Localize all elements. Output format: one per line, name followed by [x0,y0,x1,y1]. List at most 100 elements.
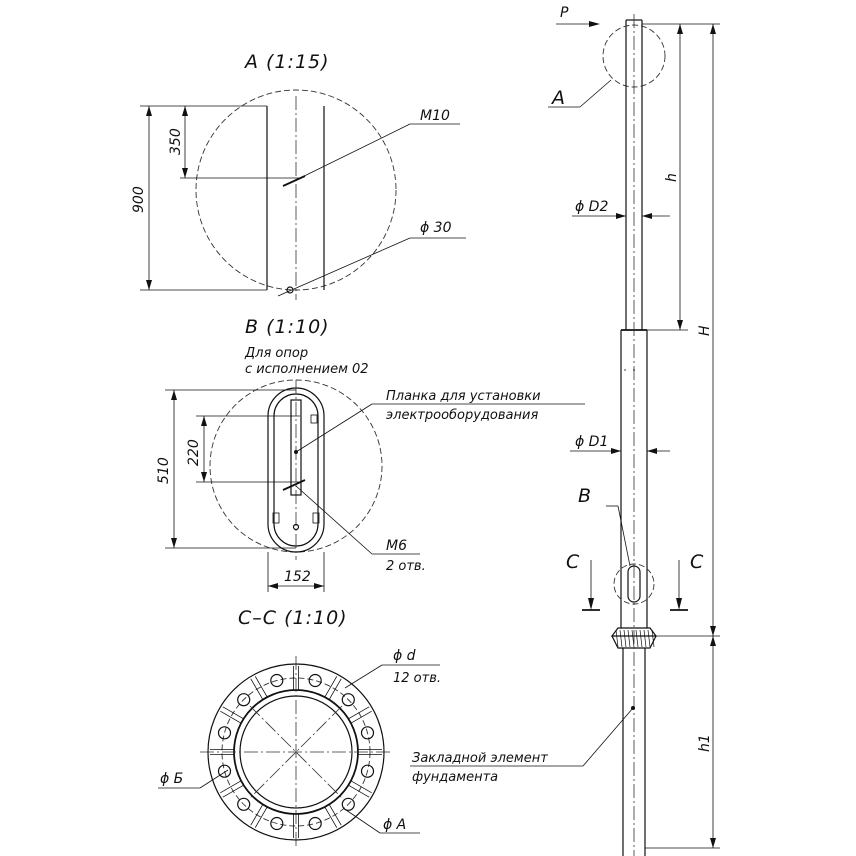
bolt-hole [341,693,355,707]
stiffener-rib [220,710,242,724]
view-b-plate-leader [295,403,373,453]
stiffener-rib [254,806,268,828]
view-b-plate-line2: электрооборудования [386,408,538,423]
view-a-dim-900-arrow-top [146,106,152,116]
flange-rib [647,629,651,648]
section-cc-a-leader [345,809,381,834]
section-cc-d-count: 12 отв. [393,671,441,686]
flange-rib [651,629,655,648]
view-b-dim-220-arrow-top [201,416,207,426]
pole-dim-h-arrow-top [677,24,683,34]
pole-d1-label: ϕ D1 [575,434,608,450]
pole-d2-label: ϕ D2 [575,199,608,215]
pole-section-arrow-left [588,598,594,610]
section-cc-bolt-circle [221,677,371,827]
bolt-hole [308,673,322,688]
pole-d2-arrow-right [642,213,652,219]
pole-dim-total-label: H [697,325,713,336]
view-b-m6-count: 2 отв. [386,559,426,574]
pole-dim-h-label: h [664,173,680,182]
section-cc-a-label: ϕ А [383,817,406,833]
pole-detail-b-leader [617,505,631,567]
flange-rib [619,629,623,648]
section-cc: С–С (1:10) ϕ d 12 отв. ϕ Б ϕ А [158,607,441,848]
pole-detail-a-leader [579,79,612,108]
view-b-plate-tab-bottom-right [312,512,320,524]
section-cc-b-label: ϕ Б [160,771,183,787]
pole-flange-ribs [615,629,655,648]
pole-load-label: P [560,5,569,21]
view-b-m6-label: М6 [386,538,407,554]
view-a-d30-leader [277,237,411,297]
view-b-dim-220-label: 220 [186,439,202,466]
pole-dim-h1-arrow-bottom [710,838,716,848]
view-a-m10-hole [282,175,306,187]
stiffener-rib [324,806,338,828]
pole-dim-total-arrow-bottom [710,626,716,636]
pole-embed-leader [582,707,634,767]
view-a-d30-hole [286,286,294,294]
section-cc-d-label: ϕ d [393,648,416,664]
pole-section-arrow-right [676,598,682,610]
view-b: В (1:10) Для опор с исполнением 02 510 2… [156,316,585,592]
view-b-dim-510-label: 510 [156,457,172,484]
bolt-hole [237,797,251,811]
stiffener-rib [250,678,264,700]
bolt-hole [217,764,232,778]
bolt-hole [360,764,375,778]
pole-detail-b-label: В [578,485,592,507]
view-a: А (1:15) 900 350 М10 ϕ 30 [131,51,466,300]
pole-d1-arrow-left [611,448,621,454]
flange-rib [627,629,631,648]
flange-rib [635,629,639,648]
stiffener-rib [350,780,372,794]
stiffener-rib [350,710,372,724]
view-b-plate-leader-dot [294,450,298,454]
view-b-dim-152-arrow-right [314,583,324,589]
flange-rib [639,629,643,648]
pole-embed-line2: фундамента [412,770,498,785]
bolt-hole [341,797,355,811]
view-b-note-line2: с исполнением 02 [245,362,369,377]
bolt-hole [217,726,232,740]
view-b-m6-leader [295,485,373,555]
bolt-hole [270,673,284,688]
flange-rib [615,629,619,648]
stiffener-rib [328,678,342,700]
view-a-m10-leader [289,123,411,184]
pole-dim-total-arrow-top [710,24,716,34]
pole-dim-h1-arrow-top [710,636,716,646]
flange-rib [643,629,647,648]
view-b-dim-152-label: 152 [284,569,311,585]
stiffener-rib [328,804,342,826]
view-b-dim-220-arrow-bottom [201,472,207,482]
view-b-ground-hole [292,523,300,531]
pole-detail-b-circle [613,563,655,605]
section-cc-b-leader [199,769,229,789]
bolt-hole [237,693,251,707]
pole-embed-line1: Закладной элемент [412,751,548,766]
pole-dim-h1-label: h1 [697,734,713,752]
section-cc-ribs [210,666,382,838]
stiffener-rib [220,780,242,794]
view-b-plate-tab-bottom [272,512,280,524]
stiffener-rib [348,706,370,720]
view-a-dim-350-arrow-top [182,106,188,116]
pole-hatch-slot [627,565,641,603]
view-a-dim-350-label: 350 [168,128,184,155]
section-cc-d-leader [344,664,383,689]
flange-rib [623,629,627,648]
stiffener-rib [324,676,338,698]
pole-d2-arrow-left [616,213,626,219]
bolt-hole [308,816,322,831]
section-cc-title: С–С (1:10) [238,607,348,629]
view-b-plate-tab-top [310,414,318,424]
pole-section-label-left: С [566,551,580,573]
view-b-m6-hole [282,479,306,491]
view-b-dim-152-arrow-left [268,583,278,589]
view-b-plate [290,399,302,496]
view-a-title: А (1:15) [243,51,330,73]
pole-detail-a-label: А [550,87,566,109]
view-b-dim-510-arrow-top [171,390,177,400]
